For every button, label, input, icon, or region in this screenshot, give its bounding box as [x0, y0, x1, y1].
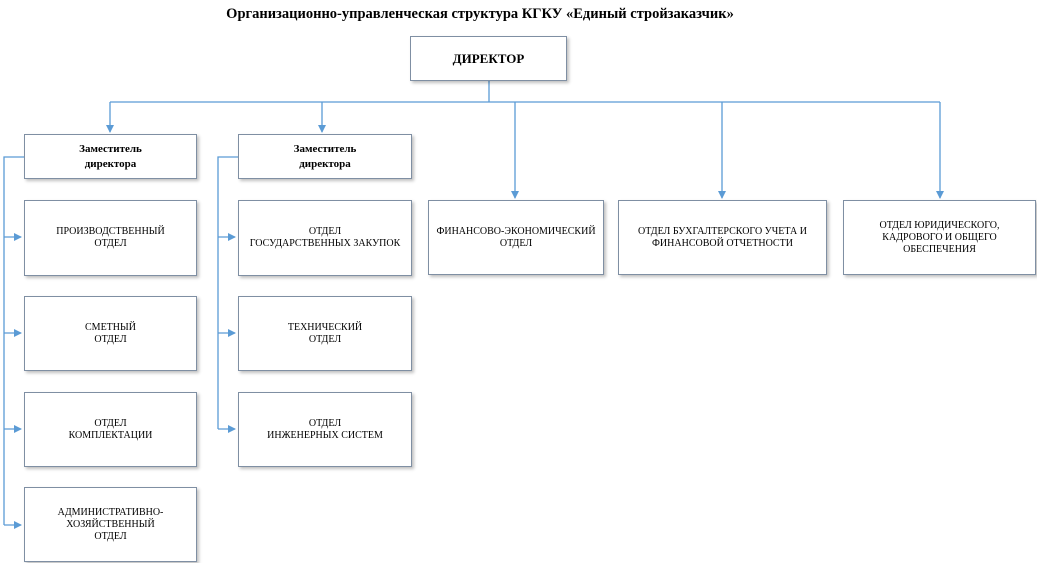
director-box: ДИРЕКТОР: [410, 36, 567, 81]
chart-title: Организационно-управленческая структура …: [226, 6, 734, 22]
dept-state-procurement: ОТДЕЛ ГОСУДАРСТВЕННЫХ ЗАКУПОК: [238, 200, 412, 276]
dept-engineering: ОТДЕЛ ИНЖЕНЕРНЫХ СИСТЕМ: [238, 392, 412, 467]
deputy2-box: Заместитель директора: [238, 134, 412, 179]
dept-production: ПРОИЗВОДСТВЕННЫЙ ОТДЕЛ: [24, 200, 197, 276]
dept-technical: ТЕХНИЧЕСКИЙ ОТДЕЛ: [238, 296, 412, 371]
dept-legal: ОТДЕЛ ЮРИДИЧЕСКОГО, КАДРОВОГО И ОБЩЕГО О…: [843, 200, 1036, 275]
dept-estimate: СМЕТНЫЙ ОТДЕЛ: [24, 296, 197, 371]
dept-supply: ОТДЕЛ КОМПЛЕКТАЦИИ: [24, 392, 197, 467]
dept-admin: АДМИНИСТРАТИВНО- ХОЗЯЙСТВЕННЫЙ ОТДЕЛ: [24, 487, 197, 562]
dept-accounting: ОТДЕЛ БУХГАЛТЕРСКОГО УЧЕТА И ФИНАНСОВОЙ …: [618, 200, 827, 275]
dept-finance: ФИНАНСОВО-ЭКОНОМИЧЕСКИЙ ОТДЕЛ: [428, 200, 604, 275]
deputy1-box: Заместитель директора: [24, 134, 197, 179]
connector-deputy1-branch: [3, 156, 24, 525]
connector-deputy2-branch: [217, 156, 238, 429]
